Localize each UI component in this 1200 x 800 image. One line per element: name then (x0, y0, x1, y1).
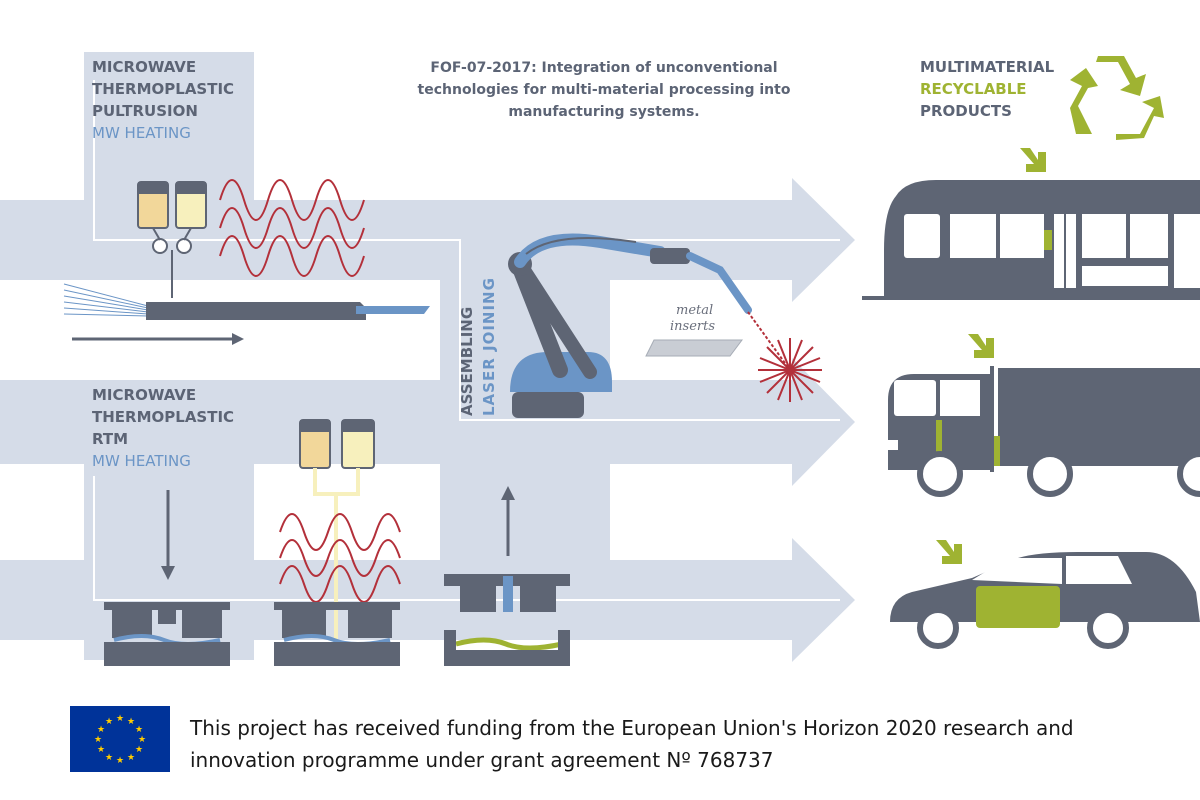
svg-text:★: ★ (116, 714, 124, 724)
svg-text:★: ★ (97, 745, 105, 755)
rtm-label-line-1: MICROWAVE (92, 386, 196, 404)
process-diagram: FOF-07-2017: Integration of unconvention… (0, 52, 1200, 666)
metal-inserts-line-2: inserts (670, 319, 715, 334)
funding-statement: This project has received funding from t… (190, 716, 1074, 772)
svg-text:★: ★ (94, 735, 102, 745)
laser-burst (747, 311, 822, 402)
laser-joining-label: LASER JOINING (480, 277, 498, 416)
truck-icon (888, 366, 1200, 497)
products-label-line-1: MULTIMATERIAL (920, 58, 1055, 76)
svg-text:★: ★ (127, 753, 135, 763)
header-title-line-3: manufacturing systems. (508, 104, 699, 120)
header-title-line-2: technologies for multi-material processi… (418, 82, 791, 98)
rtm-sub-label: MW HEATING (92, 452, 191, 470)
svg-text:★: ★ (97, 725, 105, 735)
metal-insert-plate (645, 339, 743, 357)
eu-flag-icon: ★ ★ ★ ★ ★ ★ ★ ★ ★ ★ ★ ★ (70, 706, 170, 772)
car-icon (890, 552, 1200, 649)
metal-inserts-line-1: metal (676, 303, 713, 318)
header-title-line-1: FOF-07-2017: Integration of unconvention… (430, 60, 777, 76)
mold-1 (104, 602, 230, 666)
mold-2 (274, 602, 400, 666)
svg-text:★: ★ (116, 756, 124, 766)
svg-text:★: ★ (135, 725, 143, 735)
pultrusion-sub-label: MW HEATING (92, 124, 191, 142)
svg-text:★: ★ (135, 745, 143, 755)
mold-3 (444, 574, 570, 666)
product-arrows (936, 148, 1046, 564)
recycle-icon (1070, 56, 1164, 140)
assembling-label: ASSEMBLING (458, 307, 476, 416)
products-label-line-3: PRODUCTS (920, 102, 1012, 120)
pultrusion-label-line-2: THERMOPLASTIC (92, 80, 234, 98)
svg-text:★: ★ (138, 735, 146, 745)
products-label-line-2: RECYCLABLE (920, 80, 1027, 98)
pultrusion-equipment (63, 179, 430, 345)
rtm-label-line-2: THERMOPLASTIC (92, 408, 234, 426)
rtm-equipment (161, 419, 515, 640)
pultrusion-label-line-1: MICROWAVE (92, 58, 196, 76)
robot-arm-icon (508, 233, 752, 418)
svg-text:★: ★ (127, 717, 135, 727)
train-icon (862, 180, 1200, 300)
pultrusion-label-line-3: PULTRUSION (92, 102, 198, 120)
pultrusion-die (146, 302, 366, 320)
rtm-label-line-3: RTM (92, 430, 128, 448)
flow-background (0, 52, 855, 662)
svg-text:★: ★ (105, 717, 113, 727)
flow-guides (93, 80, 840, 601)
svg-text:★: ★ (105, 753, 113, 763)
